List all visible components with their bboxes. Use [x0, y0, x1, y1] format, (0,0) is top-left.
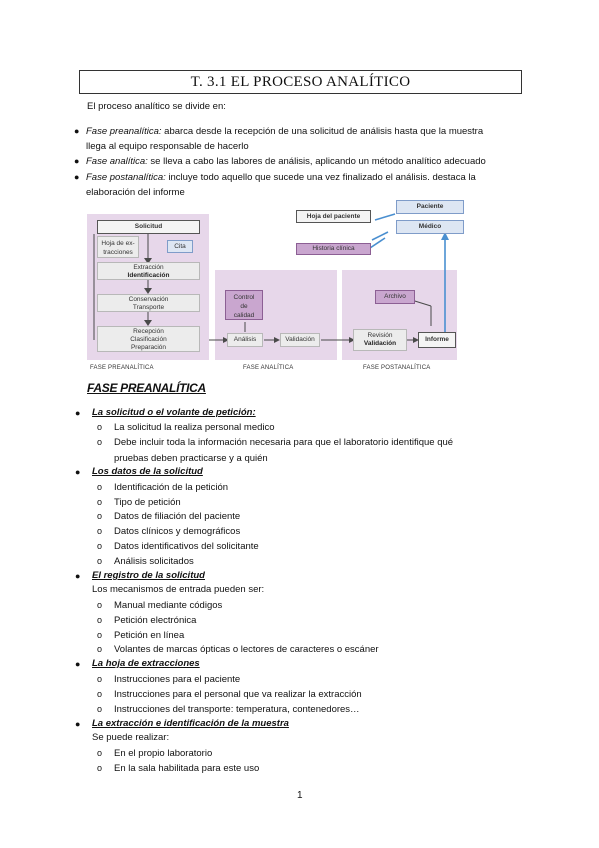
list-item: Instrucciones para el paciente — [114, 674, 241, 685]
box-analisis: Análisis — [227, 333, 263, 347]
box-medico: Médico — [396, 220, 464, 234]
box-hoja-extracciones: Hoja de ex- tracciones — [97, 236, 139, 258]
phase-term: Fase analítica: — [86, 156, 148, 167]
bullet-dot-icon: ● — [74, 172, 80, 182]
circle-bullet-icon: o — [97, 644, 103, 654]
box-paciente: Paciente — [396, 200, 464, 214]
box-hoja-paciente: Hoja del paciente — [296, 210, 371, 223]
list-item: Instrucciones para el personal que va re… — [114, 689, 362, 700]
phase-term: Fase postanalítica: — [86, 172, 166, 183]
caption-preanalitica: FASE PREANALÍTICA — [90, 365, 154, 371]
box-solicitud: Solicitud — [97, 220, 200, 234]
list-item: Análisis solicitados — [114, 556, 194, 567]
cita-label: Cita — [174, 243, 186, 250]
box-archivo: Archivo — [375, 290, 415, 304]
circle-bullet-icon: o — [97, 437, 103, 447]
extraccion-label: Extracción — [133, 264, 164, 271]
conservacion-label: Conservación — [128, 296, 169, 303]
box-control-calidad: Control de calidad — [225, 290, 263, 320]
circle-bullet-icon: o — [97, 763, 103, 773]
section-lead: Se puede realizar: — [92, 732, 170, 743]
circle-bullet-icon: o — [97, 511, 103, 521]
list-item: Volantes de marcas ópticas o lectores de… — [114, 644, 379, 655]
list-item: Petición electrónica — [114, 615, 197, 626]
validacion2-label: Validación — [363, 340, 397, 347]
revision-label: Revisión — [367, 332, 393, 339]
transporte-label: Transporte — [132, 304, 165, 311]
phase-text-cont: llega al equipo responsable de hacerlo — [86, 141, 249, 152]
list-item: Instrucciones del transporte: temperatur… — [114, 704, 360, 715]
phase-text: incluye todo aquello que sucede una vez … — [165, 172, 476, 183]
section-title-solicitud: La solicitud o el volante de petición: — [92, 407, 256, 418]
circle-bullet-icon: o — [97, 704, 103, 714]
process-diagram: Solicitud Hoja de ex- tracciones Cita Ex… — [85, 198, 465, 376]
list-item: En el propio laboratorio — [114, 748, 213, 759]
caption-analitica: FASE ANALÍTICA — [243, 365, 294, 371]
bullet-dot-icon: ● — [75, 467, 81, 477]
page-number: 1 — [297, 790, 303, 801]
list-item: Datos clínicos y demográficos — [114, 526, 241, 537]
bullet-dot-icon: ● — [75, 659, 81, 669]
phase-text: se lleva a cabo las labores de análisis,… — [147, 156, 486, 167]
circle-bullet-icon: o — [97, 689, 103, 699]
list-item: Debe incluir toda la información necesar… — [114, 437, 454, 448]
box-informe: Informe — [418, 332, 456, 348]
list-item: Petición en línea — [114, 630, 185, 641]
bullet-dot-icon: ● — [74, 126, 80, 136]
bullet-dot-icon: ● — [74, 156, 80, 166]
preparacion-label: Preparación — [130, 344, 167, 351]
section-lead: Los mecanismos de entrada pueden ser: — [92, 584, 265, 595]
identificacion-label: Identificación — [127, 272, 170, 279]
list-item: Datos identificativos del solicitante — [114, 541, 259, 552]
circle-bullet-icon: o — [97, 541, 103, 551]
recepcion-label: Recepción — [133, 328, 164, 335]
circle-bullet-icon: o — [97, 422, 103, 432]
section-title-registro: El registro de la solicitud — [92, 570, 205, 581]
circle-bullet-icon: o — [97, 482, 103, 492]
list-item: Tipo de petición — [114, 497, 181, 508]
box-cita: Cita — [167, 240, 193, 253]
intro-text: El proceso analítico se divide en: — [87, 101, 226, 112]
circle-bullet-icon: o — [97, 674, 103, 684]
circle-bullet-icon: o — [97, 630, 103, 640]
section-heading: FASE PREANALÍTICA — [87, 381, 206, 395]
phase-text-cont: elaboración del informe — [86, 187, 185, 198]
circle-bullet-icon: o — [97, 556, 103, 566]
box-validacion: Validación — [280, 333, 320, 347]
circle-bullet-icon: o — [97, 526, 103, 536]
diagram-arrows — [93, 213, 449, 343]
list-item: Datos de filiación del paciente — [114, 511, 241, 522]
list-item: La solicitud la realiza personal medico — [114, 422, 275, 433]
list-item: En la sala habilitada para este uso — [114, 763, 260, 774]
section-title-extraccion: La extracción e identificación de la mue… — [92, 718, 289, 729]
bullet-dot-icon: ● — [75, 719, 81, 729]
phase-text: abarca desde la recepción de una solicit… — [161, 126, 484, 137]
section-title-datos: Los datos de la solicitud — [92, 466, 203, 477]
list-item: Identificación de la petición — [114, 482, 229, 493]
phase-bullet-post: ● Fase postanalítica: incluye todo aquel… — [74, 170, 476, 200]
circle-bullet-icon: o — [97, 748, 103, 758]
phase-bullet-ana: ● Fase analítica: se lleva a cabo las la… — [74, 154, 486, 169]
box-historia-clinica: Historia clínica — [296, 243, 371, 255]
clasificacion-label: Clasificación — [130, 336, 167, 343]
caption-postanalitica: FASE POSTANALÍTICA — [363, 365, 431, 371]
page-title: T. 3.1 EL PROCESO ANALÍTICO — [79, 70, 522, 94]
phase-bullet-pre: ● Fase preanalítica: abarca desde la rec… — [74, 124, 484, 154]
section-title-hoja-extracciones: La hoja de extracciones — [92, 658, 200, 669]
bullet-dot-icon: ● — [75, 408, 81, 418]
circle-bullet-icon: o — [97, 615, 103, 625]
bullet-dot-icon: ● — [75, 571, 81, 581]
circle-bullet-icon: o — [97, 600, 103, 610]
phase-term: Fase preanalítica: — [86, 126, 162, 137]
list-item: Manual mediante códigos — [114, 600, 223, 611]
list-item-cont: pruebas deben practicarse y a quién — [114, 453, 268, 464]
circle-bullet-icon: o — [97, 497, 103, 507]
